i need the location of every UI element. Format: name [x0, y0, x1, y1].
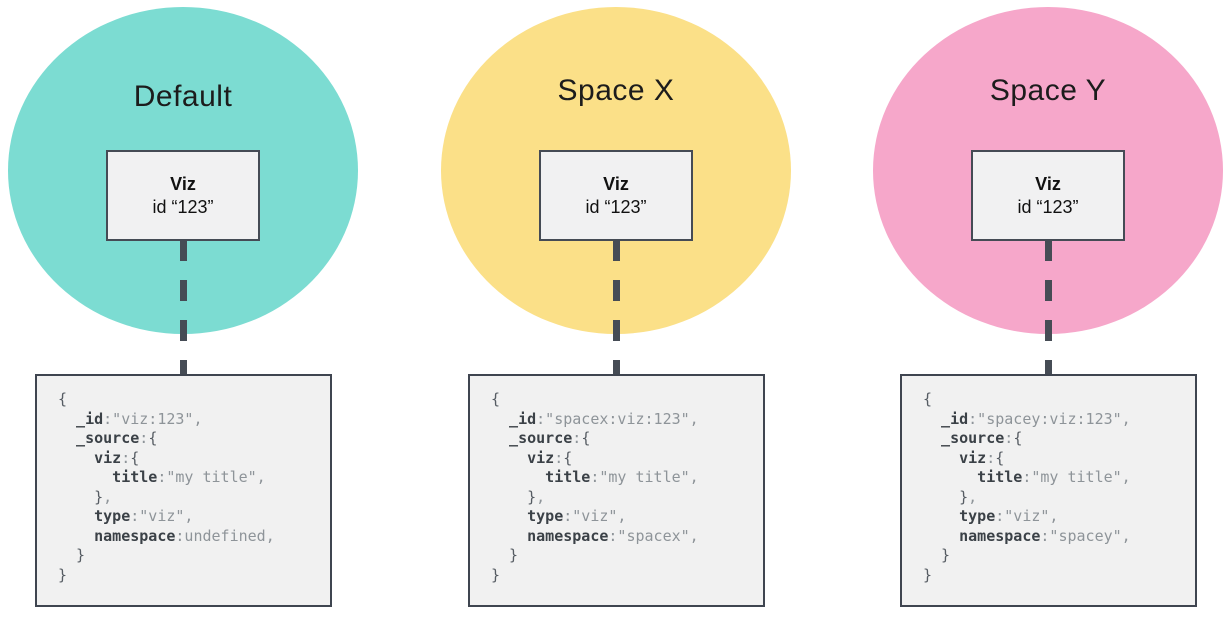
code-line: title:"my title",	[491, 468, 699, 486]
code-line: type:"viz",	[58, 507, 194, 525]
dashed-connector	[180, 240, 187, 374]
code-line: _id:"viz:123",	[58, 409, 203, 428]
viz-node: Viz id “123”	[539, 150, 693, 241]
viz-node: Viz id “123”	[106, 150, 260, 241]
space-circle-label: Space X	[557, 74, 675, 107]
code-line: namespace:undefined,	[58, 526, 275, 545]
code-line: },	[491, 487, 546, 506]
dashed-connector	[613, 240, 620, 374]
code-line: viz:{	[491, 448, 573, 467]
viz-node-id: id “123”	[152, 196, 214, 217]
viz-node: Viz id “123”	[971, 150, 1125, 241]
code-line: }	[58, 546, 86, 564]
viz-node-title: Viz	[1035, 173, 1061, 194]
code-line: title:"my title",	[923, 468, 1131, 486]
viz-node-id: id “123”	[585, 196, 647, 217]
code-line: viz:{	[58, 448, 140, 467]
code-line: type:"viz",	[491, 507, 627, 525]
code-line: namespace:"spacey",	[923, 526, 1131, 545]
saved-object-document: { _id:"viz:123", _source:{ viz:{ title:"…	[35, 374, 332, 607]
code-line: }	[491, 546, 519, 564]
code-line: _source:{	[491, 429, 591, 447]
code-line: }	[923, 565, 933, 584]
viz-node-title: Viz	[170, 173, 196, 194]
space-circle-label: Space Y	[989, 74, 1107, 107]
code-line: }	[58, 565, 68, 584]
code-line: _id:"spacey:viz:123",	[923, 409, 1131, 428]
code-line: }	[491, 565, 501, 584]
code-line: {	[58, 390, 68, 408]
code-line: {	[923, 390, 933, 408]
code-line: _id:"spacex:viz:123",	[491, 409, 699, 428]
code-line: _source:{	[923, 429, 1023, 447]
dashed-connector	[1045, 240, 1052, 374]
code-line: namespace:"spacex",	[491, 526, 699, 545]
viz-node-title: Viz	[603, 173, 629, 194]
code-line: },	[923, 487, 978, 506]
saved-object-document: { _id:"spacey:viz:123", _source:{ viz:{ …	[900, 374, 1197, 607]
code-line: viz:{	[923, 448, 1005, 467]
viz-node-id: id “123”	[1017, 196, 1079, 217]
code-line: title:"my title",	[58, 468, 266, 486]
code-line: _source:{	[58, 429, 158, 447]
code-line: {	[491, 390, 501, 408]
code-line: type:"viz",	[923, 507, 1059, 525]
code-line: }	[923, 546, 951, 564]
saved-object-document: { _id:"spacex:viz:123", _source:{ viz:{ …	[468, 374, 765, 607]
space-circle-label: Default	[133, 80, 233, 113]
code-line: },	[58, 487, 113, 506]
